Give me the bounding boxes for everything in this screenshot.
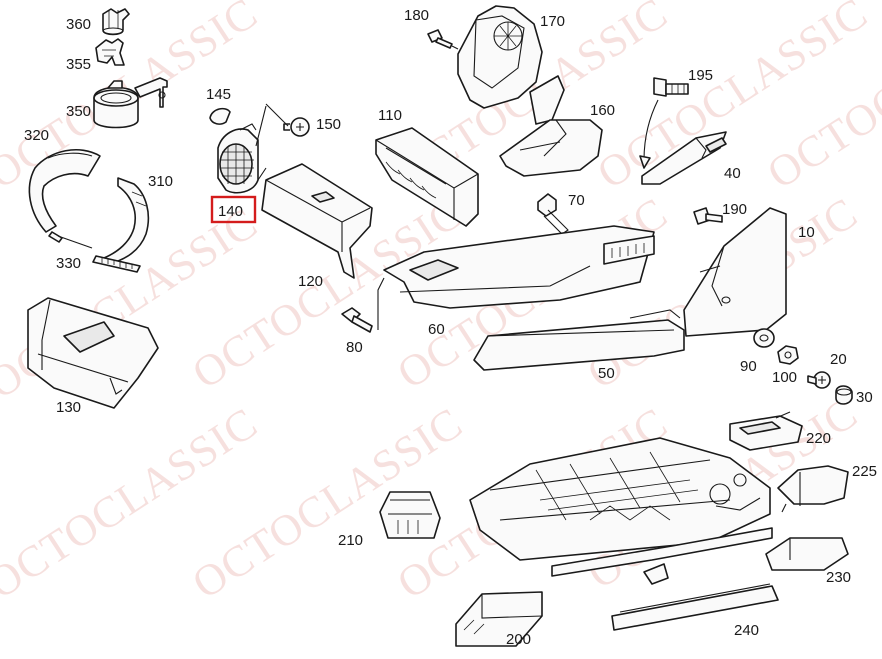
label-160: 160 [590, 102, 615, 119]
highlight-box-140 [210, 195, 257, 224]
label-140: 140 [218, 203, 243, 220]
label-230: 230 [826, 569, 851, 586]
label-240: 240 [734, 622, 759, 639]
label-195: 195 [688, 67, 713, 84]
label-40: 40 [724, 165, 741, 182]
part-20 [807, 371, 831, 389]
part-240 [611, 583, 779, 631]
part-40 [641, 131, 727, 185]
part-355 [95, 38, 125, 66]
label-70: 70 [568, 192, 585, 209]
label-170: 170 [540, 13, 565, 30]
part-140 [217, 123, 259, 194]
label-110: 110 [378, 107, 402, 124]
label-190: 190 [722, 201, 747, 218]
part-310 [103, 177, 150, 265]
part-210 [379, 491, 441, 539]
label-90: 90 [740, 358, 757, 375]
label-150: 150 [316, 116, 341, 133]
label-120: 120 [298, 273, 323, 290]
label-10: 10 [798, 224, 815, 241]
label-80: 80 [346, 339, 363, 356]
part-60 [383, 225, 655, 309]
label-60: 60 [428, 321, 445, 338]
part-180 [427, 29, 459, 50]
label-30: 30 [856, 389, 873, 406]
part-10 [683, 207, 787, 337]
part-150 [283, 117, 310, 137]
part-195 [653, 77, 689, 97]
part-200 [455, 591, 543, 647]
part-330 [48, 231, 141, 273]
part-110 [375, 127, 479, 227]
label-20: 20 [830, 351, 847, 368]
label-100: 100 [772, 369, 797, 386]
label-145: 145 [206, 86, 231, 103]
part-30 [835, 385, 853, 405]
part-225 [777, 465, 849, 513]
part-350 [93, 77, 168, 129]
part-labels: 360 355 350 145 150 140 320 310 330 130 … [24, 7, 877, 648]
part-230 [765, 537, 849, 571]
label-330: 330 [56, 255, 81, 272]
label-180: 180 [404, 7, 429, 24]
part-320 [28, 148, 101, 233]
label-200: 200 [506, 631, 531, 648]
part-170 [457, 5, 565, 125]
part-120 [261, 163, 373, 279]
label-225: 225 [852, 463, 877, 480]
part-145 [209, 107, 231, 125]
part-100 [777, 345, 799, 365]
label-355: 355 [66, 56, 91, 73]
part-130 [27, 297, 159, 409]
label-130: 130 [56, 399, 81, 416]
label-310: 310 [148, 173, 173, 190]
part-220 [729, 411, 803, 451]
label-360: 360 [66, 16, 91, 33]
part-80 [341, 307, 373, 333]
label-320: 320 [24, 127, 49, 144]
part-160 [499, 119, 603, 177]
part-seat-frame [469, 437, 773, 585]
label-50: 50 [598, 365, 615, 382]
label-220: 220 [806, 430, 831, 447]
part-190 [693, 207, 723, 225]
label-210: 210 [338, 532, 363, 549]
label-350: 350 [66, 103, 91, 120]
part-90 [753, 328, 775, 348]
part-50 [473, 309, 685, 371]
part-360 [102, 8, 130, 36]
part-70 [537, 193, 569, 235]
